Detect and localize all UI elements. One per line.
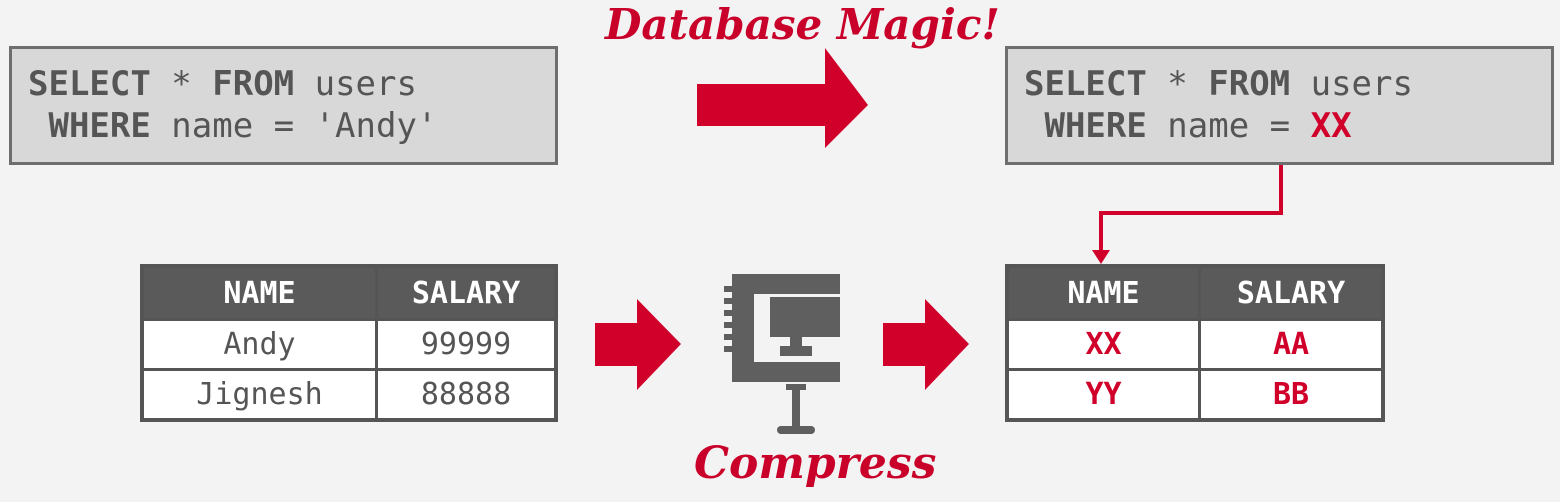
table-cell: XX: [1005, 318, 1201, 371]
table-cell: 88888: [375, 368, 558, 422]
right-arrow-icon: [595, 299, 681, 390]
table-row: XX AA: [1005, 318, 1385, 371]
query-box-original: SELECT * FROM users WHERE name = 'Andy': [9, 46, 558, 165]
keyword-where: WHERE: [28, 106, 151, 146]
compressed-table: NAME SALARY XX AA YY BB: [1005, 264, 1385, 422]
column-header-name: NAME: [140, 264, 378, 321]
clamp-compress-icon: [724, 274, 840, 434]
query-box-compressed: SELECT * FROM users WHERE name = XX: [1005, 46, 1554, 165]
table-cell: BB: [1198, 368, 1385, 422]
query-compressed-value: XX: [1310, 106, 1352, 146]
table-row: YY BB: [1005, 368, 1385, 422]
query-text: *: [150, 64, 213, 104]
original-table: NAME SALARY Andy 99999 Jignesh 88888: [140, 264, 558, 422]
query-predicate: name =: [1146, 106, 1311, 146]
table-cell: AA: [1198, 318, 1385, 371]
query-predicate: name = 'Andy': [150, 106, 438, 146]
column-header-salary: SALARY: [375, 264, 558, 321]
query-table-name: users: [1290, 64, 1413, 104]
keyword-from: FROM: [1208, 64, 1291, 104]
table-cell: Jignesh: [140, 368, 378, 422]
table-cell: Andy: [140, 318, 378, 371]
table-cell: 99999: [375, 318, 558, 371]
table-cell: YY: [1005, 368, 1201, 422]
connector-arrowhead: [1092, 250, 1110, 264]
query-table-name: users: [294, 64, 417, 104]
column-header-salary: SALARY: [1198, 264, 1385, 321]
keyword-select: SELECT: [28, 64, 151, 104]
database-magic-title: Database Magic!: [605, 0, 1000, 49]
column-header-name: NAME: [1005, 264, 1201, 321]
query-text: *: [1146, 64, 1209, 104]
right-arrow-icon: [697, 48, 868, 148]
table-row: Jignesh 88888: [140, 368, 558, 422]
keyword-from: FROM: [212, 64, 295, 104]
table-row: Andy 99999: [140, 318, 558, 371]
keyword-select: SELECT: [1024, 64, 1147, 104]
keyword-where: WHERE: [1024, 106, 1147, 146]
connector-line: [1099, 165, 1283, 252]
right-arrow-icon: [883, 299, 969, 390]
compress-title: Compress: [694, 438, 937, 489]
